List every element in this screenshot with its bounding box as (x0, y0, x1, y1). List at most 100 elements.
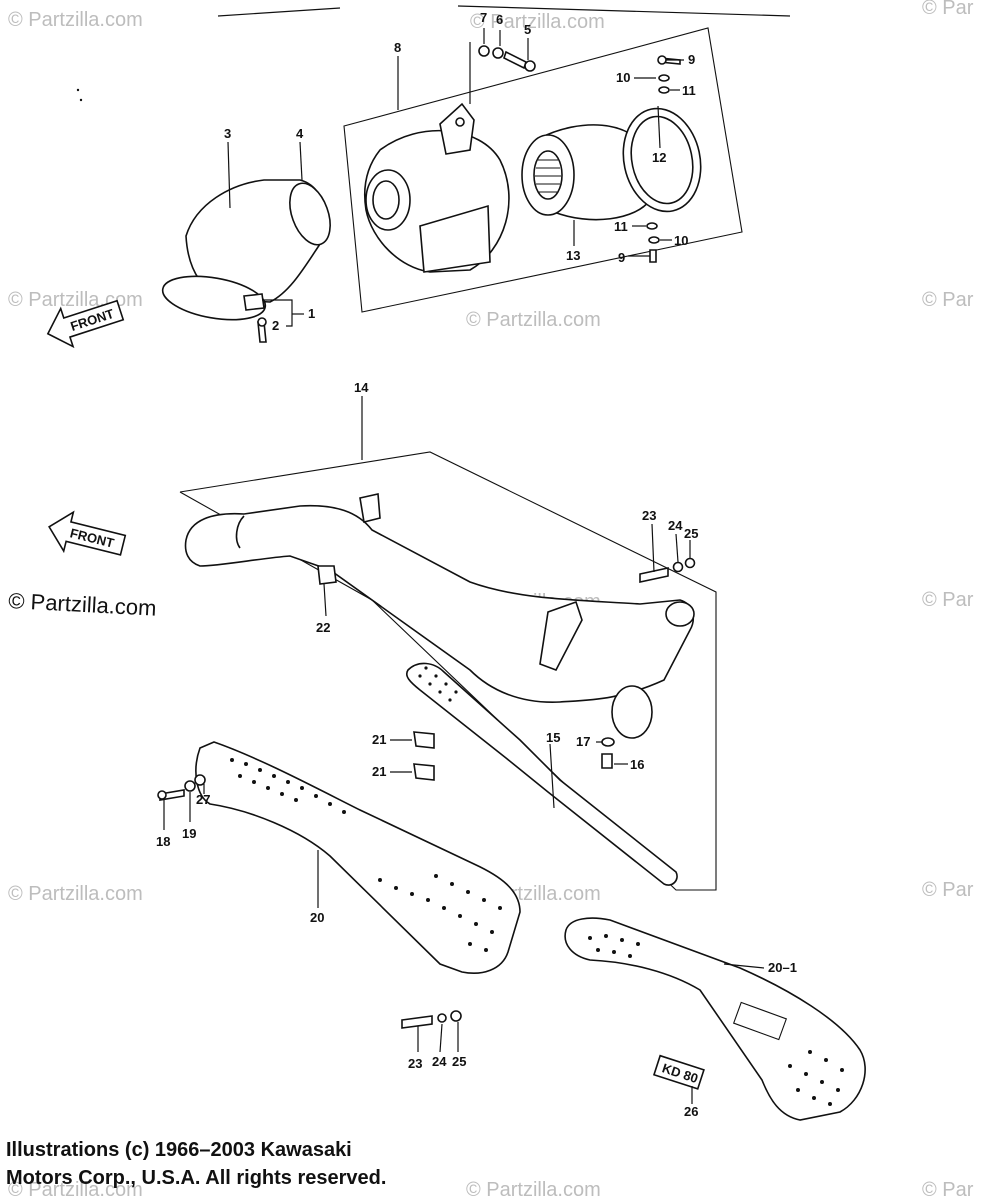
top-edge-lines (76, 5, 791, 102)
copyright-line-2: Motors Corp., U.S.A. All rights reserved… (6, 1167, 387, 1189)
bracket-hole (455, 117, 465, 127)
clip-22 (317, 565, 337, 585)
callout-10-bottom: 10 (674, 233, 688, 248)
callout-23-upper: 23 (642, 508, 656, 523)
callout-11-bottom: 11 (614, 219, 628, 234)
callout-24-lower: 24 (432, 1054, 447, 1069)
callout-5: 5 (524, 22, 531, 37)
case-inlet-inner (372, 180, 400, 220)
screw-9-top-head (657, 55, 667, 65)
watermark-text: © Partzilla.com (466, 309, 601, 331)
front-arrow-shape (48, 510, 127, 556)
perf-hole (824, 1058, 828, 1062)
duct-clamp-1 (161, 275, 267, 321)
watermark-text: © Partzilla.com (466, 1179, 601, 1200)
watermark-text: © Par (922, 879, 974, 901)
muffler-body (184, 504, 694, 703)
callout-26: 26 (684, 1104, 698, 1119)
perf-hole (796, 1088, 800, 1092)
callout-3: 3 (224, 126, 231, 141)
perf-hole (474, 922, 478, 926)
callout-9-bottom: 9 (618, 250, 625, 265)
perf-hole (828, 1102, 832, 1106)
heat-guards: KD 80 (157, 741, 866, 1121)
washer-10-bottom (648, 236, 660, 244)
bolt-18-head (157, 790, 167, 800)
perf-hole (812, 1096, 816, 1100)
callout-11-top: 11 (682, 83, 696, 98)
callout-numbers: 3 4 1 2 8 7 6 5 9 10 11 12 13 11 10 9 14… (156, 10, 797, 1119)
tail-pipe-perforation (418, 666, 458, 702)
perf-hole (280, 792, 284, 796)
callout-18: 18 (156, 834, 170, 849)
muffler-cover-20-1 (564, 917, 866, 1121)
bolt-5-head (524, 60, 536, 72)
element-end-inner (533, 150, 563, 200)
perf-hole (438, 690, 442, 694)
air-cleaner-case (363, 102, 510, 273)
perf-hole (244, 762, 248, 766)
callout-4: 4 (296, 126, 304, 141)
clamp-screw-head (257, 317, 267, 327)
tail-pipe (405, 662, 678, 886)
perf-hole (604, 934, 608, 938)
bolt-23-lower (401, 1015, 433, 1029)
perf-hole (840, 1068, 844, 1072)
watermark-text: © Par (922, 1179, 974, 1200)
washer-25-upper (684, 557, 696, 569)
perf-hole (454, 690, 458, 694)
washer-25-lower (450, 1010, 462, 1022)
leader-22 (323, 583, 327, 617)
perf-hole (788, 1064, 792, 1068)
case-lower-box (419, 204, 491, 273)
perf-hole (434, 874, 438, 878)
perf-hole (424, 666, 428, 670)
callout-27: 27 (196, 792, 210, 807)
leader-4 (299, 141, 303, 181)
cover-20-perforation (230, 758, 502, 952)
perf-hole (468, 942, 472, 946)
leader-1-bracket (262, 299, 293, 327)
callout-25-lower: 25 (452, 1054, 466, 1069)
bolt-23-upper (639, 567, 669, 583)
callout-21-lower: 21 (372, 764, 386, 779)
perf-hole (410, 892, 414, 896)
callout-20-1: 20–1 (768, 960, 797, 975)
air-cleaner-band (622, 107, 702, 213)
watermark-text: © Par (922, 589, 974, 611)
callout-19: 19 (182, 826, 196, 841)
bolt-5 (503, 50, 527, 70)
muffler-cover-20 (195, 741, 521, 974)
copyright-notice: Illustrations (c) 1966–2003 Kawasaki Mot… (6, 1136, 386, 1192)
callout-8: 8 (394, 40, 401, 55)
perf-hole (612, 950, 616, 954)
perf-hole (628, 954, 632, 958)
washer-11-top (658, 86, 670, 94)
perf-hole (294, 798, 298, 802)
callout-2: 2 (272, 318, 279, 333)
perf-hole (458, 914, 462, 918)
muffler-bracket-top (359, 493, 381, 523)
perf-hole (418, 674, 422, 678)
perf-hole (230, 758, 234, 762)
assembly-outline-box (343, 27, 743, 313)
perf-hole (266, 786, 270, 790)
nameplate-26: KD 80 (652, 1054, 705, 1090)
muffler-assembly: FRONT (48, 451, 717, 891)
watermark-text: © Par (922, 289, 974, 311)
perf-hole (378, 878, 382, 882)
callout-22: 22 (316, 620, 330, 635)
perf-hole (808, 1050, 812, 1054)
callout-6: 6 (496, 12, 503, 27)
front-arrow-lower: FRONT (48, 510, 127, 556)
callout-9-top: 9 (688, 52, 695, 67)
perf-hole (238, 774, 242, 778)
watermark-text: © Partzilla.com (8, 9, 143, 31)
callout-16: 16 (630, 757, 644, 772)
screw-16 (601, 753, 613, 769)
perf-hole (588, 936, 592, 940)
washer-24-upper (672, 561, 684, 573)
screw-9-bottom (649, 249, 657, 263)
callout-leaders (163, 28, 765, 1104)
